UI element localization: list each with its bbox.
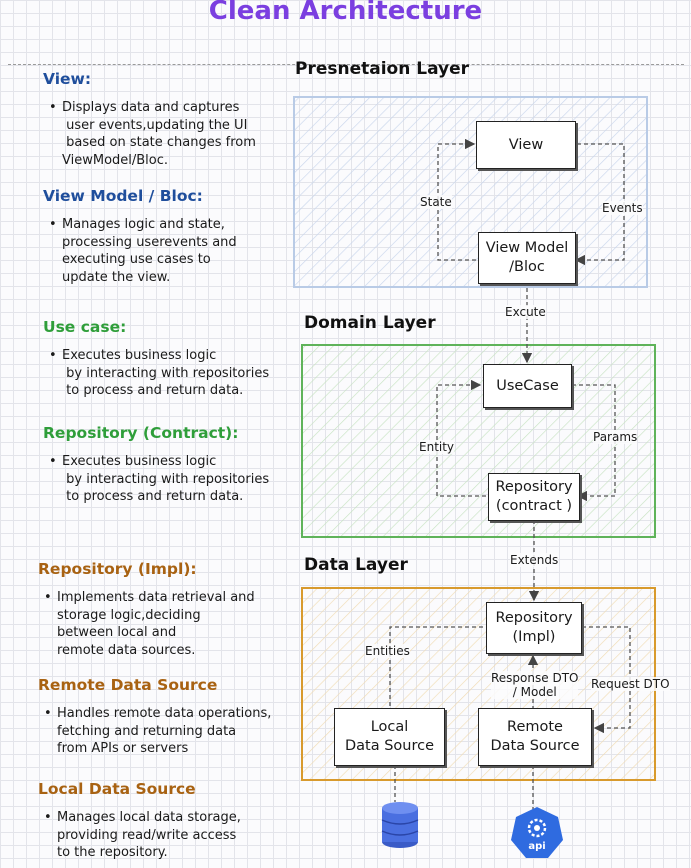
section-text-line: by interacting with repositories [62, 471, 270, 487]
repository-contract-node: Repository (contract ) [488, 473, 580, 521]
section-text-line: to process and return data. [62, 489, 244, 504]
section-text-line: ViewModel/Bloc. [62, 152, 169, 168]
viewmodel-node: View Model /Bloc [478, 232, 576, 284]
bullet-icon: • [44, 590, 52, 605]
section-text-line: processing userevents and [62, 234, 237, 250]
description-section: Use case: • Executes business logic by int… [43, 318, 269, 400]
state-label: State [420, 195, 452, 209]
section-text-line: storage logic,deciding [57, 607, 201, 623]
events-label: Events [602, 201, 643, 215]
section-text-line: Implements data retrieval and [57, 590, 255, 605]
description-section: Remote Data Source • Handles remote data o… [38, 676, 271, 758]
database-icon [381, 802, 419, 848]
api-icon-label: api [528, 841, 546, 852]
usecase-node: UseCase [483, 364, 572, 408]
domain-layer-title: Domain Layer [304, 313, 436, 333]
page-title: Clean Architecture [208, 0, 483, 26]
entity-arrow [436, 379, 486, 497]
section-text-line: to process and return data. [62, 383, 244, 398]
bullet-icon: • [49, 454, 57, 469]
section-text-line: by interacting with repositories [62, 365, 270, 381]
divider [8, 64, 684, 65]
bullet-icon: • [44, 810, 52, 825]
section-text-line: Manages logic and state, [62, 217, 225, 232]
description-section: Repository (Contract): • Executes business… [43, 424, 269, 506]
section-text-line: Executes business logic [62, 348, 217, 363]
section-text-line: between local and [57, 625, 177, 640]
section-text-line: fetching and returning data [57, 723, 237, 739]
section-heading: Local Data Source [38, 780, 196, 798]
section-text-line: to the repository. [57, 845, 168, 860]
description-section: View Model / Bloc: • Manages logic and sta… [43, 187, 237, 286]
description-section: Repository (Impl): • Implements data retri… [38, 560, 255, 659]
section-text-line: remote data sources. [57, 642, 196, 658]
repository-impl-node: Repository (Impl) [486, 602, 582, 654]
section-text-line: Handles remote data operations, [57, 706, 272, 721]
section-text-line: Manages local data storage, [57, 810, 241, 825]
section-heading: Remote Data Source [38, 676, 218, 694]
excute-label: Excute [505, 305, 546, 319]
section-text-line: from APIs or servers [57, 741, 189, 756]
request-dto-label: Request DTO [591, 677, 670, 691]
entities-label: Entities [365, 644, 410, 658]
api-icon [511, 807, 563, 858]
entity-label: Entity [419, 440, 455, 454]
section-heading: Repository (Impl): [38, 560, 197, 578]
section-heading: View: [43, 70, 92, 88]
bullet-icon: • [49, 100, 57, 115]
presentation-layer-box [293, 96, 648, 288]
local-data-source-node: Local Data Source [334, 708, 445, 766]
view-node: View [476, 121, 576, 169]
bullet-icon: • [49, 348, 57, 363]
section-heading: View Model / Bloc: [43, 187, 203, 205]
bullet-icon: • [44, 706, 52, 721]
bullet-icon: • [49, 217, 57, 232]
section-text-line: Displays data and captures [62, 100, 240, 115]
response-dto-label: Response DTO / Model [491, 671, 579, 699]
section-text-line: based on state changes from [62, 135, 256, 150]
section-text-line: providing read/write access [57, 827, 237, 843]
state-arrow [437, 138, 476, 261]
description-section: View: • Displays data and captures user ev… [43, 70, 256, 169]
section-text-line: executing use cases to [62, 252, 211, 267]
presentation-layer-title: Presnetaion Layer [295, 59, 470, 79]
section-text-line: Executes business logic [62, 454, 217, 469]
remote-data-source-node: Remote Data Source [478, 708, 592, 766]
description-section: Local Data Source • Manages local data sto… [38, 780, 241, 862]
section-text-line: update the view. [62, 269, 171, 285]
extends-label: Extends [510, 553, 559, 567]
section-heading: Use case: [43, 318, 127, 336]
data-layer-title: Data Layer [304, 555, 408, 575]
params-label: Params [593, 430, 638, 444]
entities-arrow [389, 626, 483, 706]
section-heading: Repository (Contract): [43, 424, 239, 442]
section-text-line: user events,updating the UI [62, 117, 248, 133]
